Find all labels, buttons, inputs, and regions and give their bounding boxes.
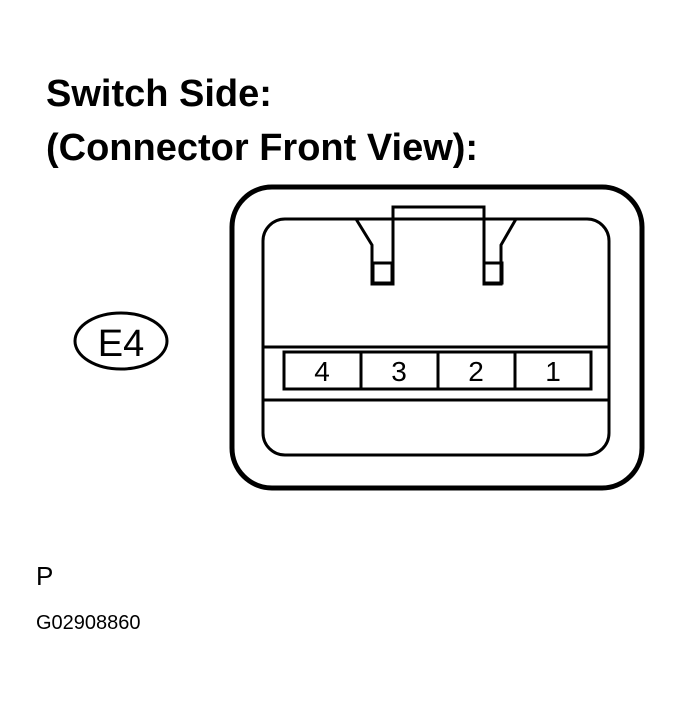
connector-label-badge: E4 <box>73 311 169 371</box>
pin-number-3: 3 <box>391 356 407 387</box>
pin-row: 4 3 2 1 <box>282 350 593 391</box>
connector-housing-inner <box>261 217 611 457</box>
pin-number-2: 2 <box>468 356 484 387</box>
connector-label-text: E4 <box>98 323 144 365</box>
connector-latch <box>354 205 518 286</box>
pin-number-1: 1 <box>545 356 561 387</box>
connector-housing-outer <box>229 184 645 491</box>
latch-tab-left-slot <box>371 261 394 285</box>
pin-cell-1 <box>513 350 593 391</box>
title-line-1: Switch Side: <box>46 73 272 115</box>
pin-number-4: 4 <box>314 356 330 387</box>
latch-tab-right-slot <box>482 261 504 285</box>
figure-code: G02908860 <box>36 612 141 634</box>
connector-label-ellipse <box>73 311 169 371</box>
latch-tab-right <box>482 218 518 286</box>
page-letter: P <box>36 561 54 591</box>
latch-bridge <box>391 205 486 228</box>
title-line-2: (Connector Front View): <box>46 127 479 169</box>
